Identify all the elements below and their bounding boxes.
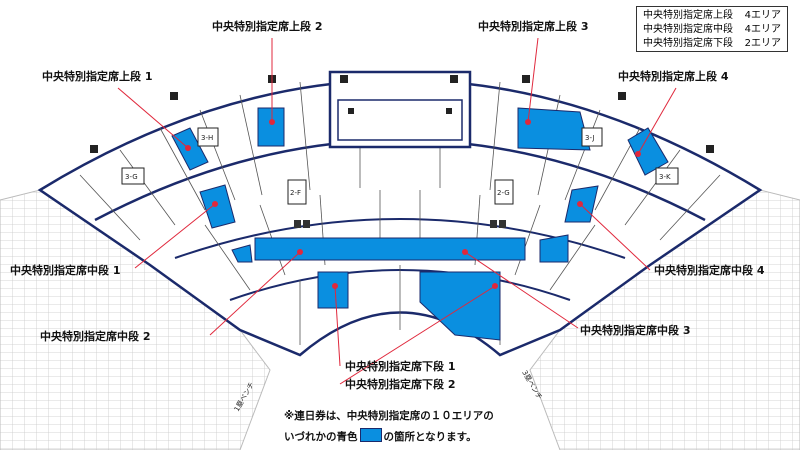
leader-lines [117,37,677,385]
footnote-line-2: いづれかの青色 の箇所となります。 [284,427,584,448]
legend-count: 4エリア [744,24,781,35]
label-middle-4: 中央特別指定席中段 4 [654,263,765,277]
blue-swatch-icon [359,428,382,442]
gate-2f-box [287,179,307,205]
label-lower-2: 中央特別指定席下段 2 [345,377,455,391]
restroom-icon [294,220,506,228]
gate-3k-box [655,167,679,185]
label-middle-2: 中央特別指定席中段 2 [40,329,150,343]
label-upper-4: 中央特別指定席上段 4 [618,69,729,83]
area-middle-1 [199,184,236,229]
legend-name: 中央特別指定席中段 [643,24,733,35]
label-upper-2: 中央特別指定席上段 2 [212,19,322,33]
area-middle-center [254,237,526,261]
footnote: ※連日券は、中央特別指定席の１０エリアの いづれかの青色 の箇所となります。 [284,406,584,448]
footnote-post: の箇所となります。 [383,431,477,443]
label-middle-3: 中央特別指定席中段 3 [580,323,690,337]
label-upper-1: 中央特別指定席上段 1 [42,69,152,83]
footnote-pre: いづれかの青色 [284,431,358,443]
gate-3j-box [581,127,603,147]
gate-3g-label: 3-G [125,173,138,181]
legend-name: 中央特別指定席上段 [643,10,733,21]
legend-name: 中央特別指定席下段 [643,38,733,49]
gate-2g-label: 2-G [497,189,510,197]
gate-3g-box [121,167,145,185]
legend-row-upper: 中央特別指定席上段 4エリア [643,9,781,23]
legend: 中央特別指定席上段 4エリア 中央特別指定席中段 4エリア 中央特別指定席下段 … [636,6,788,52]
area-middle-2 [231,244,253,263]
area-lower-2 [419,271,501,341]
area-upper-4 [627,127,669,176]
legend-count: 4エリア [744,10,781,21]
press-inner [337,99,463,141]
gate-2g-box [494,179,514,205]
area-upper-2 [257,107,285,147]
area-upper-3 [517,107,591,151]
gate-2f-label: 2-F [290,189,301,197]
legend-count: 2エリア [744,38,781,49]
footnote-line-1: ※連日券は、中央特別指定席の１０エリアの [284,410,494,422]
gate-3h-box [197,127,219,147]
legend-row-middle: 中央特別指定席中段 4エリア [643,23,781,37]
label-upper-3: 中央特別指定席上段 3 [478,19,588,33]
blue-areas [171,107,669,341]
area-lower-1 [317,271,349,309]
gate-3h-label: 3-H [201,134,213,142]
seat-block-lines [79,78,721,345]
gate-3j-label: 3-J [585,134,594,142]
area-middle-3 [539,234,569,263]
leader-dots [185,119,641,289]
label-middle-1: 中央特別指定席中段 1 [10,263,120,277]
legend-row-lower: 中央特別指定席下段 2エリア [643,37,781,51]
label-lower-1: 中央特別指定席下段 1 [345,359,455,373]
gate-3k-label: 3-K [659,173,671,181]
